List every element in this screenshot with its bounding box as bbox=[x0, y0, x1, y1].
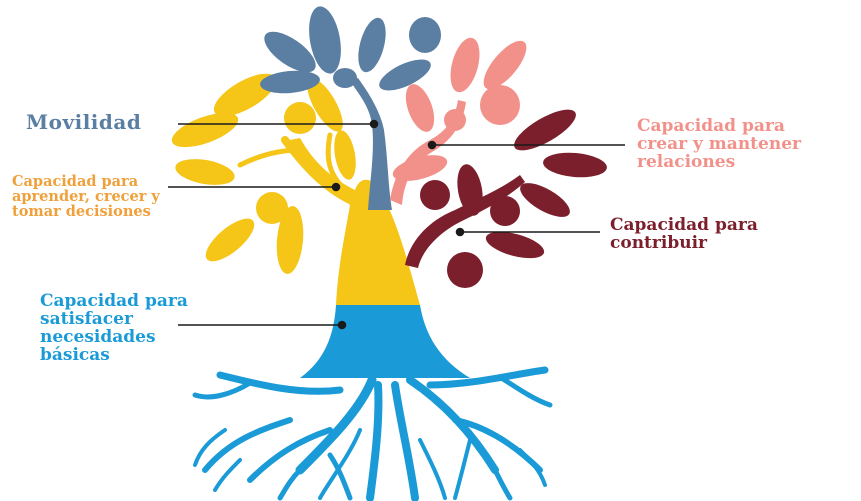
yellow-leaves bbox=[171, 73, 356, 274]
tree-roots bbox=[192, 366, 553, 501]
contribuir-leaves bbox=[420, 109, 607, 288]
contribuir-branch bbox=[405, 175, 525, 268]
relaciones-leaves bbox=[392, 37, 527, 181]
label-contribuir: Capacidad para contribuir bbox=[610, 215, 758, 253]
trunk-blue-section bbox=[300, 305, 470, 378]
label-aprender: Capacidad para aprender, crecer y tomar … bbox=[12, 173, 160, 221]
movilidad-leaves bbox=[260, 6, 441, 94]
relaciones-branch bbox=[390, 100, 466, 205]
label-satisfacer: Capacidad para satisfacer necesidades bá… bbox=[40, 291, 188, 365]
label-relaciones: Capacidad para crear y mantener relacion… bbox=[637, 116, 801, 172]
yellow-branches bbox=[237, 132, 354, 204]
label-movilidad: Movilidad bbox=[26, 110, 142, 134]
movilidad-branch bbox=[350, 78, 392, 210]
connector-lines bbox=[168, 119, 625, 330]
